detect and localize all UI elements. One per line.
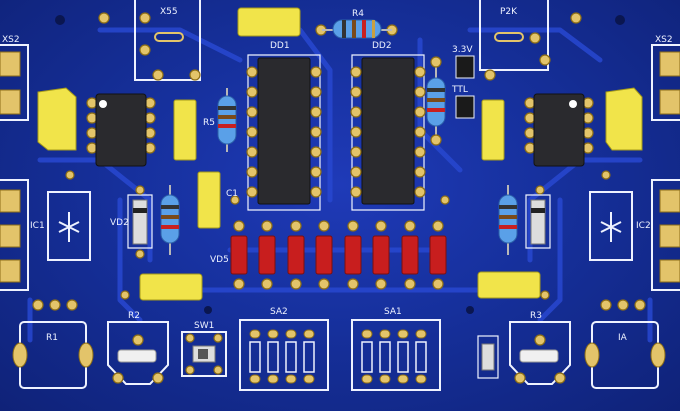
- trimmer-r2: R2: [107, 311, 169, 385]
- label-ic1: IC1: [30, 221, 45, 231]
- label-xs2-right: XS2: [655, 35, 673, 45]
- film-capacitor-bottom-left: [139, 273, 203, 301]
- label-dd1: DD1: [270, 41, 290, 51]
- label-p2k: P2K: [500, 7, 518, 17]
- label-dd2: DD2: [372, 41, 392, 51]
- x55-module: X55: [134, 0, 201, 81]
- label-vd2: VD2: [110, 218, 129, 228]
- label-r1: R1: [46, 333, 58, 343]
- diode-right: [525, 194, 551, 249]
- switch-sw1: SW1: [181, 321, 227, 377]
- film-capacitor-right-2: [481, 99, 505, 161]
- label-sa1: SA1: [384, 307, 402, 317]
- label-vd5: VD5: [210, 255, 229, 265]
- connector-xs2-left: XS2: [0, 35, 29, 121]
- mounting-hole-br: [466, 306, 474, 314]
- ic-8pin-right: [524, 93, 594, 167]
- label-r4: R4: [352, 9, 364, 19]
- label-c1: C1: [226, 189, 238, 199]
- component-ic1-left: IC1: [30, 191, 91, 261]
- connector-xs2-right: XS2: [651, 35, 680, 121]
- ic-8pin-left: [86, 93, 156, 167]
- potentiometer-ia: IA: [584, 299, 666, 389]
- trimmer-r3: R3: [509, 311, 571, 385]
- p2k-module: P2K: [479, 0, 551, 81]
- connector-right-mid: [651, 179, 680, 291]
- label-x55: X55: [160, 7, 178, 17]
- dip-switch-sa1: SA1: [351, 307, 441, 391]
- film-capacitor-top: [237, 7, 301, 37]
- diode-array-pads: [233, 220, 444, 290]
- resistor-left-vertical: [160, 185, 180, 255]
- jumper-3v3-ttl: 3.3V TTL: [451, 45, 475, 119]
- small-switch-right: [477, 335, 499, 379]
- copper-traces: [27, 27, 653, 343]
- label-ia: IA: [618, 333, 628, 343]
- label-sw1: SW1: [194, 321, 214, 331]
- film-capacitor-c1: [197, 171, 221, 229]
- connector-left-mid: [0, 179, 29, 291]
- dip-switch-sa2: SA2: [239, 307, 329, 391]
- film-capacitor-bottom-right: [477, 271, 541, 299]
- label-3v3: 3.3V: [452, 45, 473, 55]
- resistor-right-vertical: [498, 185, 518, 255]
- label-r2: R2: [128, 311, 140, 321]
- film-capacitor-left-1: [37, 87, 77, 151]
- mounting-hole-tl: [55, 15, 65, 25]
- potentiometer-r1: R1: [12, 299, 94, 389]
- label-r3: R3: [530, 311, 542, 321]
- label-r5: R5: [203, 118, 215, 128]
- label-xs2-left: XS2: [2, 35, 20, 45]
- mounting-hole-bl: [204, 306, 212, 314]
- ic-dd2: DD2: [350, 41, 426, 211]
- label-ic2: IC2: [636, 221, 651, 231]
- component-ic2-right: IC2: [589, 191, 651, 261]
- diode-array-vd5: VD5: [210, 220, 447, 290]
- label-ttl: TTL: [451, 85, 468, 95]
- diode-vd2: VD2: [110, 185, 153, 259]
- film-capacitor-left-2: [173, 99, 197, 161]
- label-sa2: SA2: [270, 307, 288, 317]
- ic-dd1: DD1: [246, 41, 322, 211]
- film-capacitor-right-1: [605, 87, 643, 151]
- mounting-hole-tr: [615, 15, 625, 25]
- resistor-r5: R5: [203, 88, 237, 152]
- resistor-ttl: [426, 56, 446, 146]
- resistor-r4: R4: [322, 9, 392, 39]
